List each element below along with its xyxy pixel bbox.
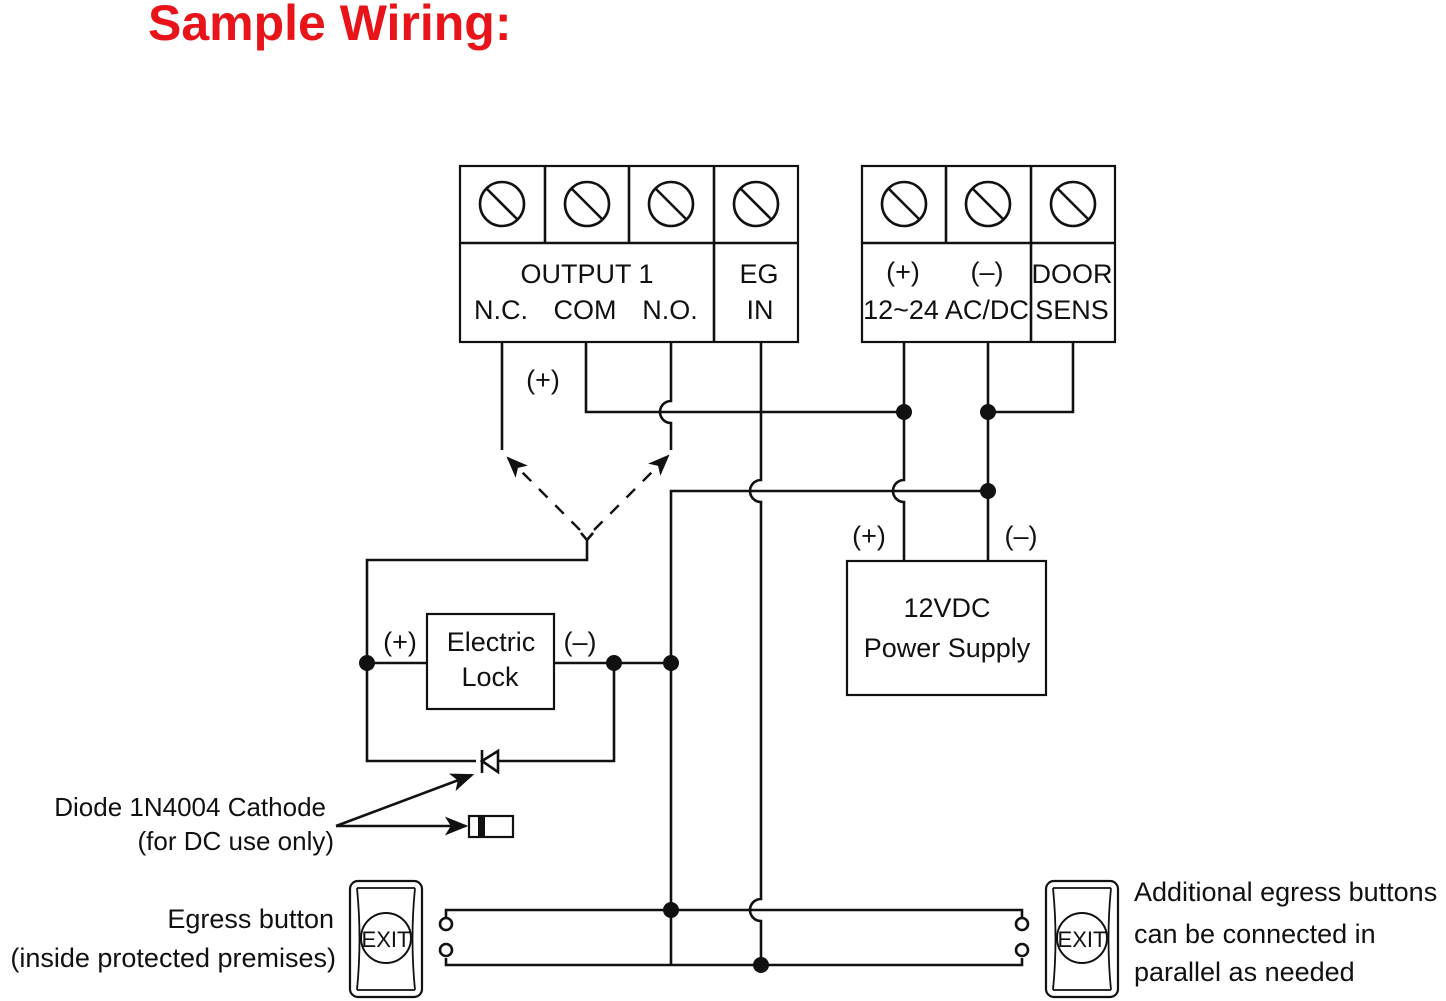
eg-in-wire [748, 342, 763, 965]
diode-component-icon [467, 814, 515, 839]
negative-bus-wire [669, 489, 988, 965]
exit-button-text: EXIT [362, 927, 411, 952]
egress-bottom-wire [444, 958, 1024, 967]
door-sens-wire [988, 342, 1075, 414]
additional-egress-line1: Additional egress buttons [1134, 877, 1437, 907]
wires [365, 342, 1075, 967]
egress-top-wire [444, 908, 1024, 917]
com-terminal-label: COM [554, 295, 617, 325]
screw-icon [964, 180, 1012, 228]
exit-button-additional-text: EXIT [1058, 927, 1107, 952]
no-terminal-label: N.O. [642, 295, 698, 325]
page-title: Sample Wiring: [148, 0, 512, 51]
electric-lock: Electric Lock (+) (–) [383, 612, 597, 711]
diode-wire [498, 663, 616, 763]
output-1-label: OUTPUT 1 [520, 259, 653, 289]
lock-plus-wire [365, 540, 589, 763]
power-supply-minus: (–) [1005, 521, 1038, 551]
switch-selector [506, 454, 670, 542]
terminal-block-output-eg: OUTPUT 1 N.C. COM N.O. EG IN [458, 164, 800, 344]
nc-polarity-label: (+) [526, 365, 560, 395]
screw-icon [647, 180, 695, 228]
power-plus-label: (+) [886, 257, 920, 287]
additional-egress-line2: can be connected in [1134, 919, 1376, 949]
electric-lock-minus: (–) [564, 627, 597, 657]
egress-contacts-right [1014, 916, 1030, 958]
terminal-block-power-door: (+) (–) 12~24 AC/DC DOOR SENS [860, 164, 1117, 344]
additional-egress-line3: parallel as needed [1134, 957, 1355, 987]
power-supply-label: Power Supply [864, 633, 1031, 663]
no-wire [658, 342, 673, 450]
egress-label-line1: Egress button [167, 904, 334, 934]
power-input-label: 12~24 AC/DC [863, 295, 1029, 325]
diode-icon [479, 748, 500, 775]
egress-contacts-left [438, 916, 454, 958]
power-plus-wire [891, 342, 906, 561]
screw-icon [732, 180, 780, 228]
exit-button-icon: EXIT [348, 879, 424, 999]
nc-terminal-label: N.C. [474, 295, 528, 325]
diode-note-arrows [335, 773, 475, 836]
diode-note-line1: Diode 1N4004 Cathode [54, 792, 326, 822]
power-supply-voltage: 12VDC [903, 593, 990, 623]
com-wire [584, 342, 654, 414]
junction-dots [359, 404, 996, 973]
screw-icon [478, 180, 526, 228]
screw-icon [563, 180, 611, 228]
power-supply-plus: (+) [852, 521, 886, 551]
power-minus-label: (–) [971, 257, 1004, 287]
electric-lock-plus: (+) [383, 627, 417, 657]
electric-lock-line1: Electric [447, 627, 536, 657]
diode-note-line2: (for DC use only) [138, 826, 335, 856]
eg-in-terminal-label: IN [747, 295, 774, 325]
screw-icon [880, 180, 928, 228]
eg-terminal-label: EG [739, 259, 778, 289]
electric-lock-line2: Lock [461, 662, 519, 692]
door-label: DOOR [1032, 259, 1113, 289]
power-supply: 12VDC Power Supply (+) (–) [845, 521, 1048, 697]
exit-button-additional-icon: EXIT [1044, 879, 1120, 999]
door-sens-label: SENS [1035, 295, 1109, 325]
egress-label-line2: (inside protected premises) [10, 943, 336, 973]
screw-icon [1049, 180, 1097, 228]
